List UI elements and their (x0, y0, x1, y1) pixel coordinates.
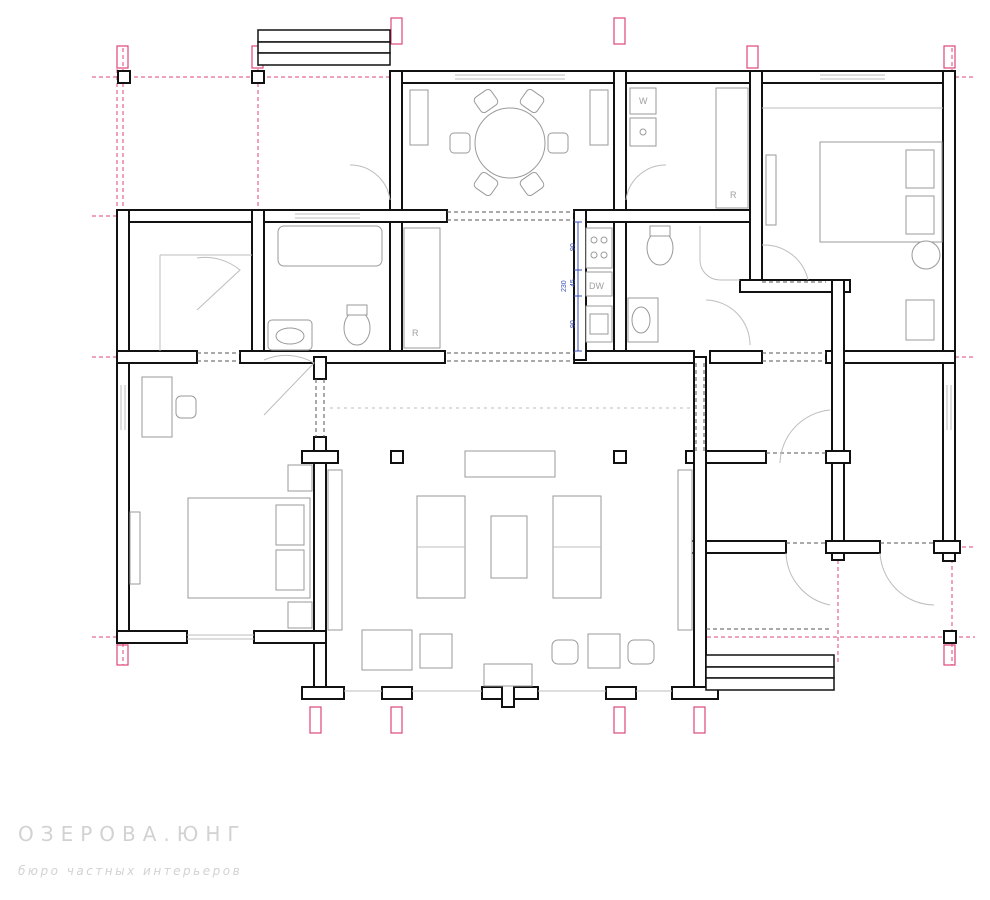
dimension-segment-bottom: 90 (570, 320, 577, 328)
dimension-total: 230 (561, 280, 568, 292)
dishwasher-label: DW (589, 281, 604, 291)
bathroom-left (267, 225, 383, 351)
kitchen: R DW (403, 227, 613, 349)
living-room (327, 407, 693, 687)
fridge-upper-label: R (730, 190, 737, 200)
dimension-segment-top: 90 (570, 243, 577, 251)
laundry-room: W R (629, 87, 749, 209)
dining-set (409, 88, 609, 197)
openings (197, 211, 934, 630)
cabinet-dimension: 90 45 90 230 (561, 221, 582, 352)
hall-closet (159, 254, 252, 351)
dimension-segment-mid: 45 (570, 279, 577, 287)
master-bedroom-right (762, 107, 943, 341)
fridge-bath-label: R (412, 328, 419, 338)
entrance-steps (257, 29, 835, 691)
grid-end-marks (116, 17, 956, 734)
brand-subtitle: бюро частных интерьеров (18, 864, 243, 878)
bedroom-left (129, 376, 313, 629)
brand-title: ОЗЕРОВА.ЮНГ (18, 822, 247, 846)
bathroom-right (627, 225, 740, 343)
door-swings (196, 164, 935, 606)
washer-label: W (639, 96, 648, 106)
windows (120, 74, 952, 692)
walls (116, 70, 961, 708)
